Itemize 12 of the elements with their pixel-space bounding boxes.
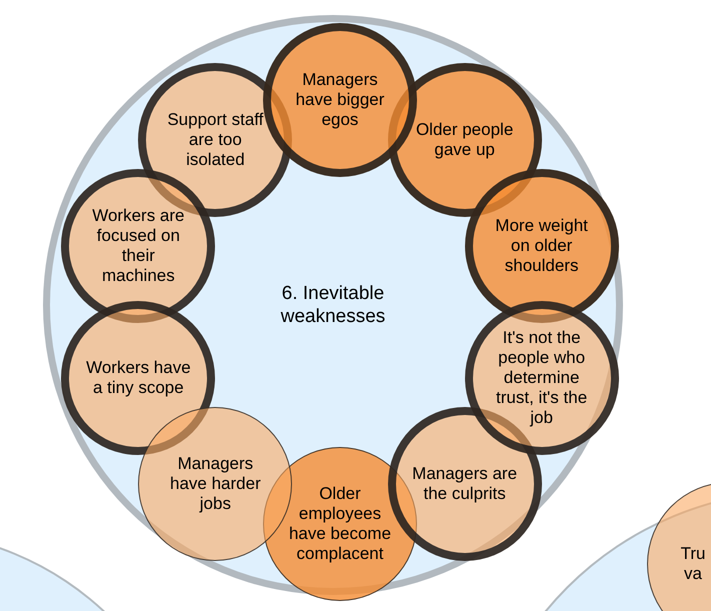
bubble-text: Older people gave up (414, 120, 514, 160)
bubble-text: Workers have a tiny scope (85, 358, 192, 398)
cluster-title: 6. Inevitable weaknesses (280, 282, 386, 328)
bubble-text: Managers are the culprits (412, 464, 518, 504)
bubble-text: Workers are focused on their machines (91, 206, 186, 286)
bubble-text: It's not the people who determine trust, it's the job (495, 328, 588, 428)
bubble-text: Tru va (680, 544, 706, 584)
bubble-text: Managers have bigger egos (294, 70, 386, 130)
bubble-text: Managers have harder jobs (169, 454, 262, 514)
bubble-text: Older employees have become complacent (288, 484, 392, 564)
bubble-text: Support staff are too isolated (166, 110, 264, 170)
bubble-text: More weight on older shoulders (494, 216, 589, 276)
